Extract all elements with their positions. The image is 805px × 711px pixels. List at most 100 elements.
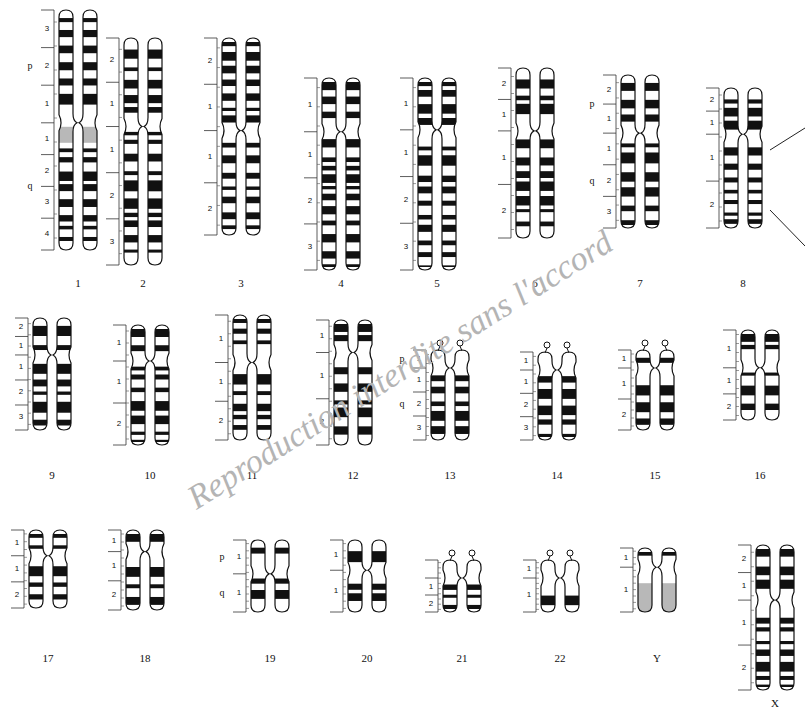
band-group: [128, 323, 172, 447]
scale-tick: [15, 318, 28, 319]
scale-subtick: [246, 579, 249, 580]
scale-subtick: [28, 346, 31, 347]
scale-subtick: [536, 583, 539, 584]
chromatid-outline: [151, 325, 169, 445]
dark-band: [219, 66, 263, 74]
dark-band: [219, 93, 263, 100]
dark-band: [56, 94, 100, 105]
scale-subtick: [54, 118, 57, 119]
dark-band: [513, 171, 557, 178]
scale-tick: [204, 235, 217, 236]
chromatid-fill: [26, 528, 70, 610]
region-number: 1: [429, 583, 433, 591]
region-number: 3: [19, 413, 23, 421]
region-number: 1: [524, 357, 528, 365]
chromosome-number: 9: [49, 470, 55, 481]
dark-band: [513, 222, 557, 227]
scale-subtick: [633, 557, 636, 558]
scale-subtick: [24, 533, 27, 534]
dark-band: [721, 147, 765, 155]
scale-tick: [113, 361, 126, 362]
scale-subtick: [616, 205, 619, 206]
scale-subtick: [536, 573, 539, 574]
chromatid-outline: [756, 545, 774, 690]
scale-tick: [400, 176, 413, 177]
region-number: 2: [727, 403, 731, 411]
scale-subtick: [24, 557, 27, 558]
scale-tick: [330, 540, 343, 541]
dark-band: [56, 30, 100, 37]
chromatid-outline: [322, 78, 340, 270]
dark-band: [513, 209, 557, 212]
region-number: 2: [710, 96, 714, 104]
scale-subtick: [633, 576, 636, 577]
dark-band: [415, 82, 459, 86]
arm-label: p: [590, 99, 595, 109]
scale-subtick: [217, 47, 220, 48]
scale-tick: [41, 218, 54, 219]
region-number: 2: [110, 192, 114, 200]
scale-subtick: [119, 162, 122, 163]
dark-band: [345, 593, 389, 601]
scale-subtick: [751, 682, 754, 683]
scale-subtick: [631, 410, 634, 411]
region-number: 2: [429, 600, 433, 608]
scale-tick: [738, 600, 751, 601]
scale-subtick: [536, 599, 539, 600]
dark-band: [618, 206, 662, 212]
scale-subtick: [438, 578, 441, 579]
scale-tick: [15, 379, 28, 380]
scale-subtick: [228, 321, 231, 322]
dark-band: [319, 221, 363, 226]
scale-subtick: [736, 334, 739, 335]
scale-subtick: [317, 106, 320, 107]
scale-subtick: [633, 589, 636, 590]
region-number: 1: [110, 146, 114, 154]
region-number: 1: [110, 100, 114, 108]
dark-band: [30, 345, 74, 350]
scale-tick: [204, 84, 217, 85]
arm-label: q: [400, 399, 405, 409]
satellite-stalk: [570, 556, 572, 561]
scale-tick: [41, 10, 54, 11]
scale-subtick: [54, 238, 57, 239]
region-number: 2: [502, 207, 506, 215]
dark-band: [721, 190, 765, 194]
scale-subtick: [329, 326, 332, 327]
scale-tick: [738, 572, 751, 573]
region-number: 2: [607, 86, 611, 94]
scale-subtick: [719, 179, 722, 180]
dark-band: [513, 181, 557, 190]
dark-band: [319, 97, 363, 105]
chromosome: [425, 550, 484, 614]
chromatid-outline: [49, 530, 67, 608]
scale-subtick: [719, 123, 722, 124]
dark-band: [753, 580, 797, 589]
dark-band: [219, 42, 263, 46]
dark-band: [248, 548, 292, 554]
chromatid-outline: [621, 75, 639, 228]
chromosome-number: 2: [140, 278, 146, 289]
satellite-stalk: [665, 346, 667, 351]
chromatid-outline: [724, 88, 742, 228]
region-number: 1: [624, 586, 628, 594]
dark-band: [415, 104, 459, 114]
dark-band: [128, 432, 172, 435]
dark-band: [753, 662, 797, 672]
region-number: 3: [45, 25, 49, 33]
band-group: [345, 538, 389, 614]
dark-band: [26, 545, 70, 548]
scale-tick: [400, 270, 413, 271]
scale-tick: [723, 367, 736, 368]
chromatid-fill: [635, 546, 679, 614]
band-group: [535, 350, 579, 442]
scale-tick: [413, 416, 426, 417]
region-number: 1: [404, 149, 408, 157]
scale-tick: [400, 129, 413, 130]
satellite: [567, 550, 573, 556]
scale-tick: [304, 78, 317, 79]
scale-subtick: [329, 388, 332, 389]
scale-subtick: [511, 110, 514, 111]
band-group: [618, 73, 662, 230]
region-number: 1: [237, 553, 241, 561]
